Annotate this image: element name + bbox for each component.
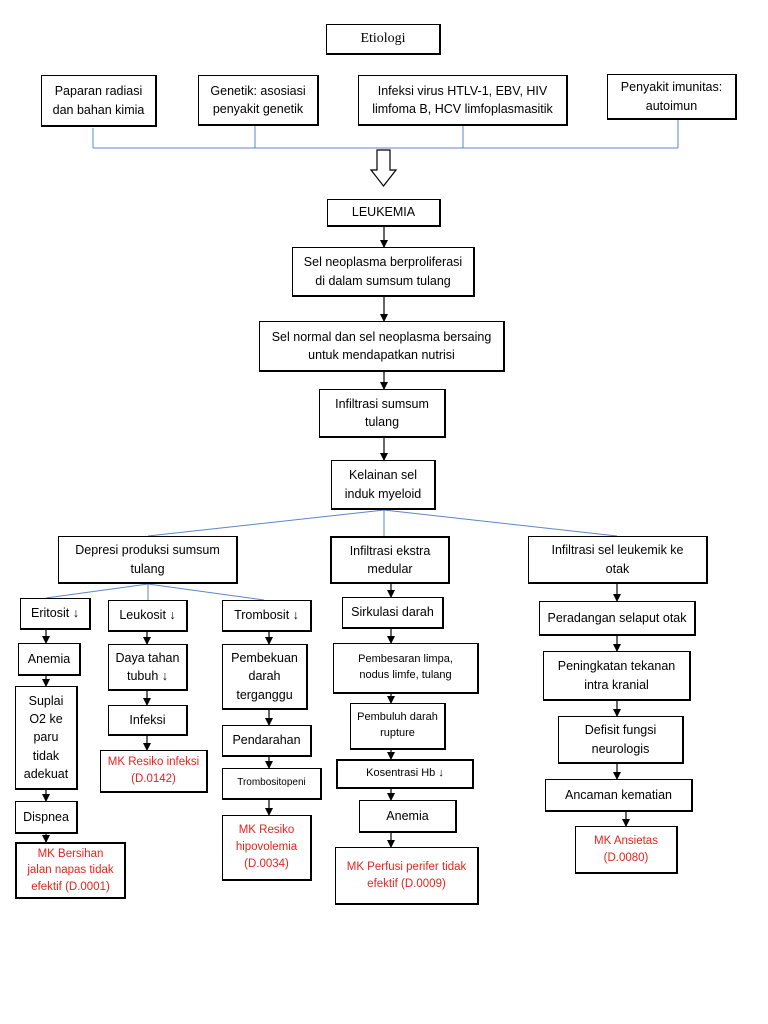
mk-resiko-hipovolemia-box: MK Resiko hipovolemia (D.0034) <box>222 815 312 881</box>
mk-bersihan-box: MK Bersihan jalan napas tidak efektif (D… <box>15 842 126 899</box>
infeksi-box: Infeksi <box>108 705 188 736</box>
ekstra-medular-box: Infiltrasi ekstra medular <box>330 536 450 584</box>
kosentrasi-box: Kosentrasi Hb ↓ <box>336 759 474 789</box>
bersaing-box: Sel normal dan sel neoplasma bersaing un… <box>259 321 505 372</box>
leukosit-box: Leukosit ↓ <box>108 600 188 632</box>
infiltrasi-sumsum-box: Infiltrasi sumsum tulang <box>319 389 446 438</box>
mk-resiko-infeksi-box: MK Resiko infeksi (D.0142) <box>100 750 208 793</box>
trombosit-box: Trombosit ↓ <box>222 600 312 632</box>
suplai-box: Suplai O2 ke paru tidak adekuat <box>15 686 78 790</box>
cause-imunitas-box: Penyakit imunitas: autoimun <box>607 74 737 120</box>
tekanan-box: Peningkatan tekanan intra kranial <box>543 651 691 701</box>
dispnea-box: Dispnea <box>15 801 78 834</box>
leukemia-box: LEUKEMIA <box>327 199 441 227</box>
eritosit-box: Eritosit ↓ <box>20 598 91 630</box>
pembekuan-box: Pembekuan darah terganggu <box>222 644 308 710</box>
anemia-left-box: Anemia <box>18 643 81 676</box>
otak-box: Infiltrasi sel leukemik ke otak <box>528 536 708 584</box>
kelainan-box: Kelainan sel induk myeloid <box>331 460 436 510</box>
daya-tahan-box: Daya tahan tubuh ↓ <box>108 644 188 691</box>
cause-genetik-box: Genetik: asosiasi penyakit genetik <box>198 75 319 126</box>
neoplasma-box: Sel neoplasma berproliferasi di dalam su… <box>292 247 475 297</box>
pembesaran-box: Pembesaran limpa, nodus limfe, tulang <box>333 643 479 694</box>
anemia-right-box: Anemia <box>359 800 457 833</box>
depresi-box: Depresi produksi sumsum tulang <box>58 536 238 584</box>
ancaman-box: Ancaman kematian <box>545 779 693 812</box>
etiologi-box: Etiologi <box>326 24 441 55</box>
mk-ansietas-box: MK Ansietas (D.0080) <box>575 826 678 874</box>
trombositopeni-box: Trombositopeni <box>222 768 322 800</box>
pembuluh-box: Pembuluh darah rupture <box>350 703 446 750</box>
cause-infeksi-virus-box: Infeksi virus HTLV-1, EBV, HIV limfoma B… <box>358 75 568 126</box>
cause-radiasi-box: Paparan radiasi dan bahan kimia <box>41 75 157 127</box>
hollow-down-arrow <box>369 149 398 187</box>
pendarahan-box: Pendarahan <box>222 725 312 757</box>
branch-connectors <box>45 509 618 601</box>
peradangan-box: Peradangan selaput otak <box>539 601 696 636</box>
cause-bracket <box>92 120 679 149</box>
mk-perfusi-box: MK Perfusi perifer tidak efektif (D.0009… <box>335 847 479 905</box>
sirkulasi-box: Sirkulasi darah <box>342 597 444 629</box>
defisit-box: Defisit fungsi neurologis <box>558 716 684 764</box>
